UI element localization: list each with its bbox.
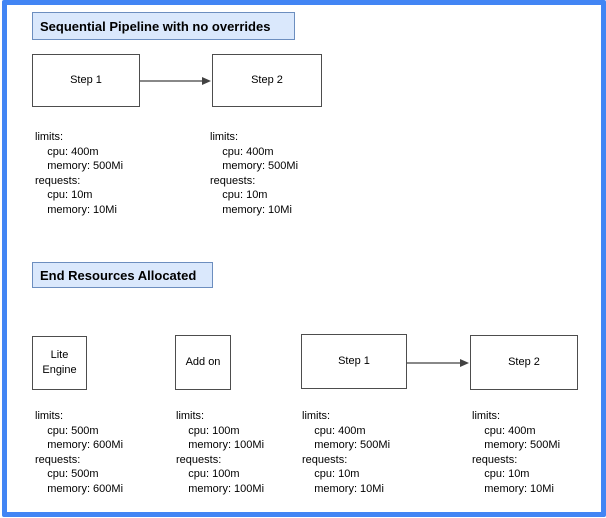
node-lite-engine: Lite Engine <box>32 336 87 390</box>
section-title-sequential-pipeline: Sequential Pipeline with no overrides <box>32 12 295 40</box>
section-title-end-resources: End Resources Allocated <box>32 262 213 288</box>
resources-step2-bottom: limits: cpu: 400m memory: 500Mi requests… <box>472 410 561 495</box>
node-step2-bottom: Step 2 <box>470 335 578 390</box>
resources-step2-top: limits: cpu: 400m memory: 500Mi requests… <box>210 131 299 216</box>
node-add-on: Add on <box>175 335 231 390</box>
arrow-icon <box>140 77 211 85</box>
arrow-icon <box>407 359 469 367</box>
node-step1-bottom: Step 1 <box>301 334 407 389</box>
resources-step1-top: limits: cpu: 400m memory: 500Mi requests… <box>35 131 124 216</box>
node-step2-top: Step 2 <box>212 54 322 107</box>
node-step1-top: Step 1 <box>32 54 140 107</box>
resources-step1-bottom: limits: cpu: 400m memory: 500Mi requests… <box>302 410 391 495</box>
resources-lite-engine: limits: cpu: 500m memory: 600Mi requests… <box>35 410 124 495</box>
resources-add-on: limits: cpu: 100m memory: 100Mi requests… <box>176 410 265 495</box>
